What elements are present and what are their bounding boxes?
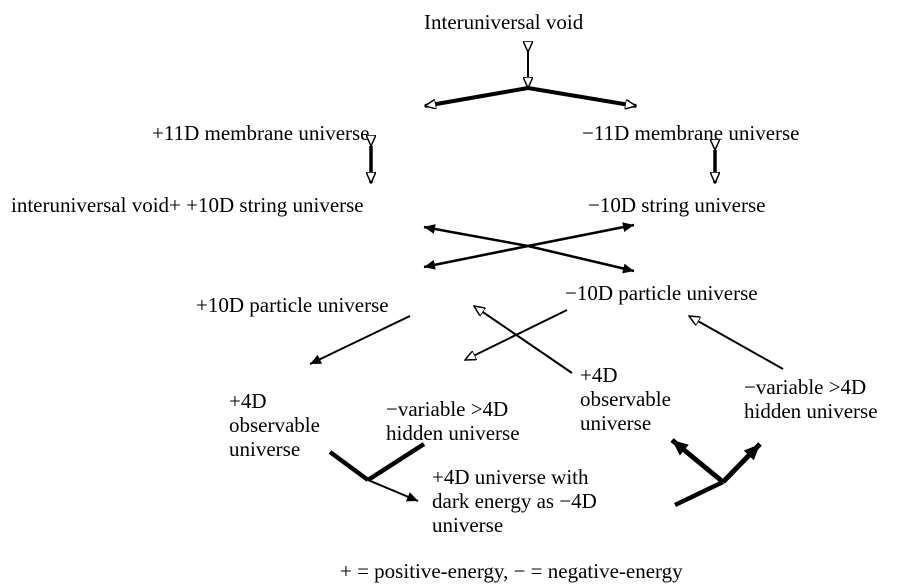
node-hidden-right-line1: −variable >4D (744, 375, 867, 399)
node-interuniversal-void: Interuniversal void (424, 10, 584, 34)
arrow-obs-mid-to-particle-pos (474, 306, 573, 374)
arrow-x-lower-left (423, 244, 529, 270)
node-particle-negative: −10D particle universe (565, 281, 758, 305)
node-observable-middle-line3: universe (580, 411, 652, 435)
node-observable-left-line2: observable (229, 413, 320, 437)
arrow-lower-left-to-dark (367, 479, 419, 502)
arrow-x-upper-right (527, 222, 635, 248)
node-hidden-middle: −variable >4D hidden universe (386, 397, 520, 445)
node-string-positive: interuniversal void+ +10D string univers… (11, 193, 364, 217)
arrow-particle-neg-to-hidden (465, 309, 568, 361)
arrow-top-left-branch (425, 86, 529, 106)
node-hidden-middle-line2: hidden universe (386, 421, 520, 445)
node-dark-energy-line3: universe (432, 513, 504, 537)
node-membrane-negative: −11D membrane universe (582, 121, 800, 145)
node-observable-left-line3: universe (229, 437, 301, 461)
arrow-x-upper-left (423, 224, 529, 248)
arrow-lower-right-to-obs (670, 438, 725, 484)
arrow-top-right-branch (527, 86, 636, 106)
node-membrane-positive: +11D membrane universe (152, 121, 370, 145)
node-dark-energy: +4D universe with dark energy as −4D uni… (432, 465, 597, 537)
node-string-negative: −10D string universe (588, 193, 766, 217)
legend: + = positive-energy, − = negative-energy (340, 559, 683, 583)
node-observable-left-line1: +4D (229, 389, 267, 413)
node-observable-left: +4D observable universe (229, 389, 320, 461)
node-particle-positive: +10D particle universe (196, 293, 389, 317)
node-hidden-middle-line1: −variable >4D (386, 397, 509, 421)
node-dark-energy-line2: dark energy as −4D (432, 489, 597, 513)
node-observable-middle: +4D observable universe (580, 363, 671, 435)
arrow-hidden-right-to-particle-neg (689, 316, 784, 370)
node-hidden-right: −variable >4D hidden universe (744, 375, 878, 423)
node-observable-middle-line2: observable (580, 387, 671, 411)
arrow-x-lower-right (527, 244, 635, 274)
arrow-lower-left-stroke-a (328, 450, 370, 482)
arrow-particle-pos-to-obs (309, 315, 411, 365)
node-dark-energy-line1: +4D universe with (432, 465, 589, 489)
node-observable-middle-line1: +4D (580, 363, 618, 387)
arrow-lower-left-stroke-b (366, 442, 426, 482)
arrow-lower-right-stem (674, 479, 724, 508)
node-hidden-right-line2: hidden universe (744, 399, 878, 423)
arrow-lower-right-to-hidden (721, 442, 762, 484)
